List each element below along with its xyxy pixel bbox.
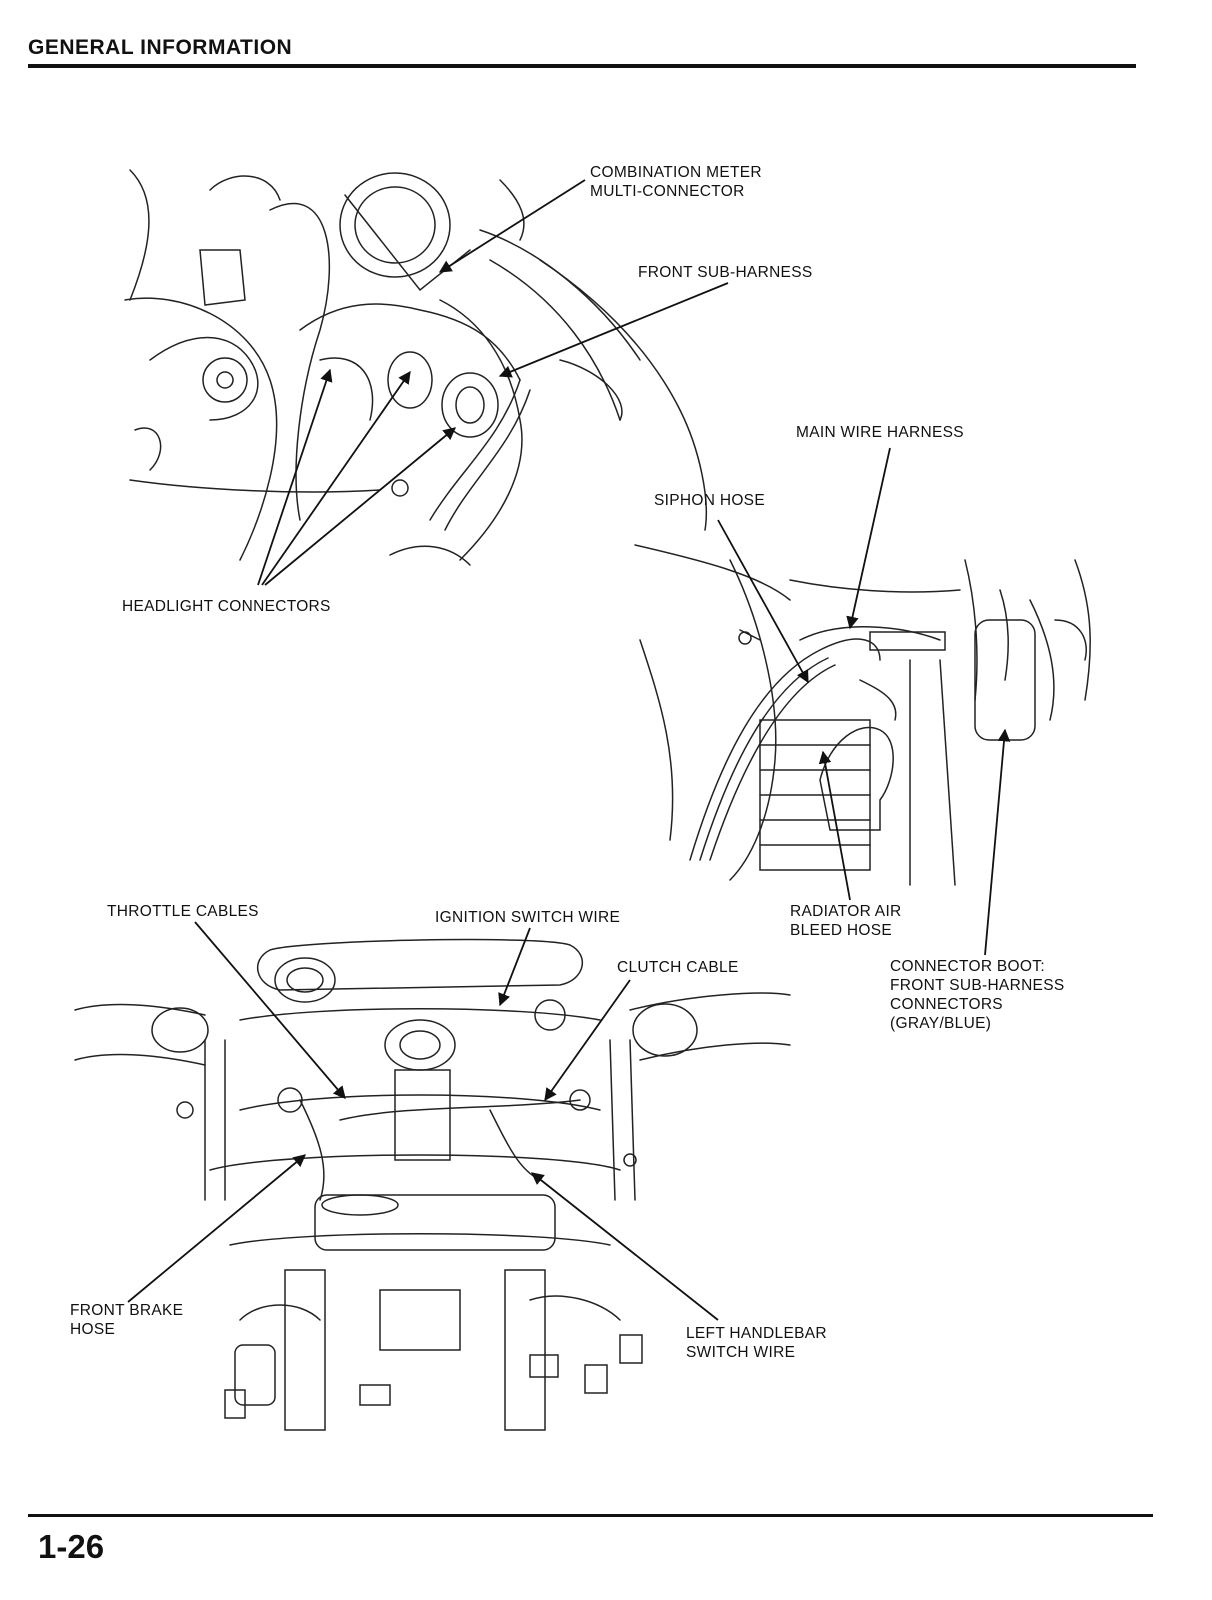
- page-header-title: GENERAL INFORMATION: [28, 36, 293, 59]
- arrow-front-brake-hose: [127, 1154, 306, 1303]
- radiator-area-drawing: [634, 544, 1091, 886]
- label-connector-boot: CONNECTOR BOOT: FRONT SUB-HARNESS CONNEC…: [890, 958, 1065, 1032]
- arrow-throttle-cables: [194, 921, 346, 1099]
- label-siphon-hose: SIPHON HOSE: [654, 492, 765, 509]
- arrow-combination-meter: [438, 179, 586, 273]
- arrow-left-handlebar-switch: [531, 1172, 719, 1321]
- label-main-wire-harness: MAIN WIRE HARNESS: [796, 424, 964, 441]
- arrow-radiator-air-bleed: [818, 750, 851, 901]
- headlight-area-drawing: [124, 169, 708, 566]
- arrow-siphon-hose: [717, 519, 809, 684]
- label-headlight-connectors: HEADLIGHT CONNECTORS: [122, 598, 331, 615]
- arrow-headlight-3: [264, 427, 456, 586]
- label-front-brake-hose: FRONT BRAKE HOSE: [70, 1302, 184, 1338]
- arrow-main-wire-harness: [846, 447, 891, 630]
- arrow-ignition-switch: [498, 927, 531, 1007]
- header-rule: [28, 64, 1136, 68]
- arrow-headlight-2: [261, 370, 411, 586]
- label-left-handlebar-switch-wire: LEFT HANDLEBAR SWITCH WIRE: [686, 1325, 827, 1361]
- label-radiator-air-bleed-hose: RADIATOR AIR BLEED HOSE: [790, 903, 902, 939]
- footer-rule: [28, 1514, 1153, 1517]
- arrow-connector-boot: [984, 728, 1011, 956]
- arrow-front-sub-harness: [498, 282, 729, 378]
- page-number: 1-26: [38, 1528, 105, 1565]
- label-ignition-switch-wire: IGNITION SWITCH WIRE: [435, 909, 621, 926]
- arrow-headlight-1: [257, 368, 333, 586]
- leader-arrows: [127, 179, 1011, 1321]
- label-throttle-cables: THROTTLE CABLES: [107, 903, 259, 920]
- label-clutch-cable: CLUTCH CABLE: [617, 959, 739, 976]
- arrow-clutch-cable: [544, 979, 631, 1102]
- label-combination-meter: COMBINATION METER MULTI-CONNECTOR: [590, 164, 762, 200]
- label-front-sub-harness: FRONT SUB-HARNESS: [638, 264, 813, 281]
- handlebar-area-drawing: [74, 938, 791, 1431]
